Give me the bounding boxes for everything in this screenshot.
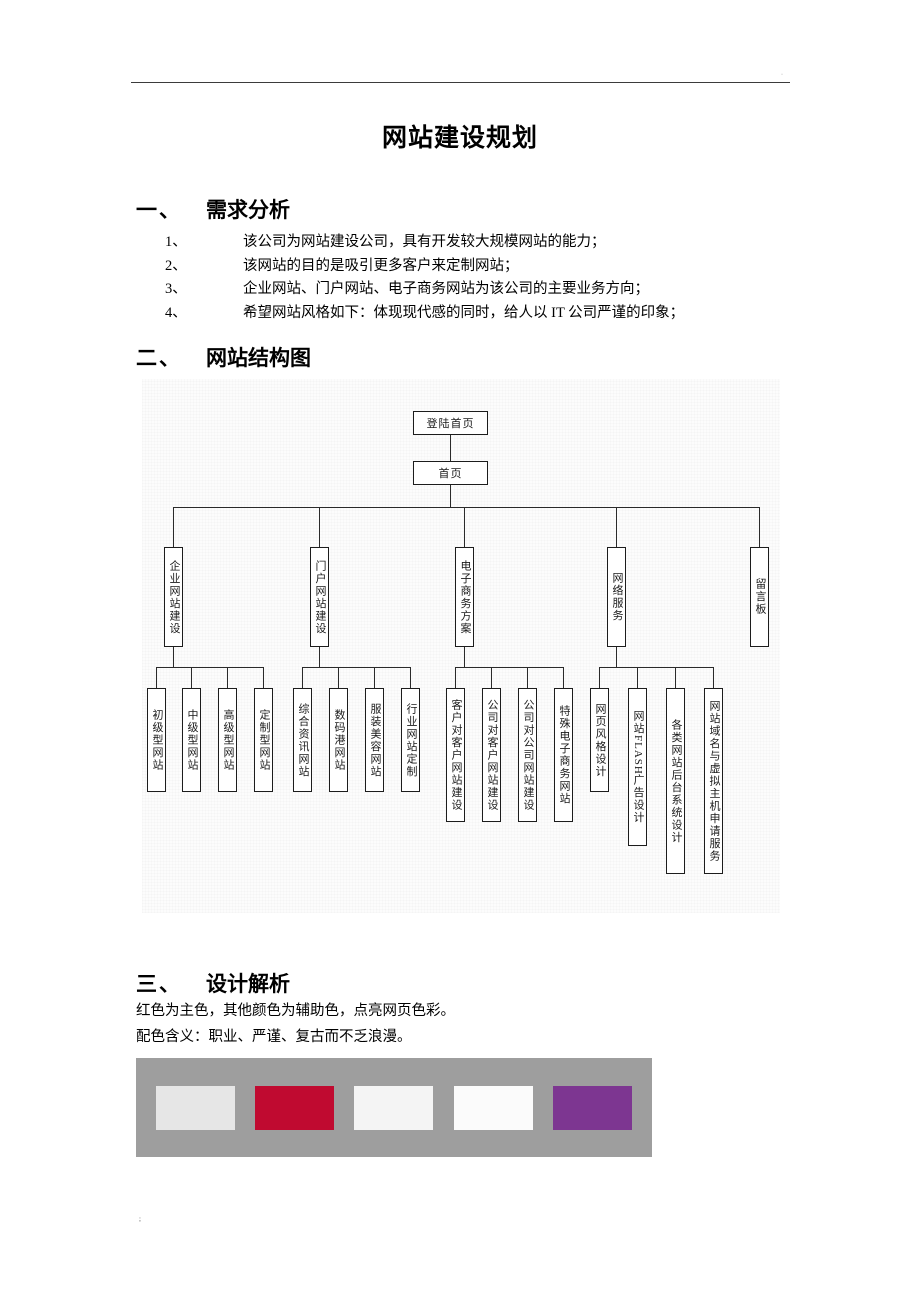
design-note-line-1: 红色为主色，其他颜色为辅助色，点亮网页色彩。 — [136, 1003, 455, 1019]
sitemap-leaf: 数码港网站 — [329, 688, 348, 792]
flash-label-suffix: 广告设计 — [632, 774, 644, 825]
footer-mark: ; — [139, 1215, 147, 1223]
connector — [410, 667, 412, 688]
connector — [374, 667, 376, 688]
connector — [616, 647, 618, 667]
sitemap-node-guestbook: 留言板 — [750, 547, 769, 647]
list-item: 2、 该网站的目的是吸引更多客户来定制网站； — [165, 255, 805, 279]
sitemap-leaf: 服装美容网站 — [365, 688, 384, 792]
list-item-index: 4、 — [165, 304, 187, 321]
connector — [464, 507, 466, 547]
color-swatch-light-gray — [156, 1085, 236, 1130]
header-rule — [131, 82, 790, 83]
connector — [455, 667, 457, 688]
connector — [450, 435, 452, 461]
connector — [302, 667, 304, 688]
connector — [713, 667, 715, 688]
sitemap-leaf: 各类网站后台系统设计 — [666, 688, 685, 874]
connector — [156, 667, 158, 688]
connector — [637, 667, 639, 688]
connector-bus — [599, 667, 714, 669]
flash-label-latin: FLASH — [632, 734, 644, 775]
connector — [338, 667, 340, 688]
list-item-text: 希望网站风格如下：体现现代感的同时，给人以 IT 公司严谨的印象； — [243, 304, 685, 321]
section-heading-sitemap: 二、 网站结构图 — [136, 342, 311, 372]
connector — [491, 667, 493, 688]
connector — [319, 647, 321, 667]
connector — [227, 667, 229, 688]
flash-label-prefix: 网站 — [632, 709, 644, 735]
section-title: 设计解析 — [206, 973, 290, 996]
connector — [675, 667, 677, 688]
color-swatch-purple — [552, 1085, 632, 1130]
list-item: 1、 该公司为网站建设公司，具有开发较大规模网站的能力； — [165, 231, 805, 255]
sitemap-leaf: 客户对客户网站建设 — [446, 688, 465, 822]
section-heading-requirements: 一、 需求分析 — [136, 194, 290, 224]
sitemap-node-portal: 门户网站建设 — [310, 547, 329, 647]
sitemap-leaf: 初级型网站 — [147, 688, 166, 792]
page-title: 网站建设规划 — [381, 124, 538, 152]
sitemap-leaf: 网页风格设计 — [590, 688, 609, 792]
sitemap-leaf: 特殊电子商务网站 — [554, 688, 573, 822]
connector-bus-level2 — [173, 507, 760, 509]
sitemap-diagram: 登陆首页 首页 企业网站建设 门户网站建设 电子商务方案 网络服务 留言板 — [142, 379, 780, 913]
color-swatch-white — [453, 1085, 533, 1130]
sitemap-leaf: 定制型网站 — [254, 688, 273, 792]
sitemap-canvas: 登陆首页 首页 企业网站建设 门户网站建设 电子商务方案 网络服务 留言板 — [142, 379, 780, 913]
connector — [599, 667, 601, 688]
connector — [616, 507, 618, 547]
section-number: 一、 — [136, 199, 182, 222]
list-item-text: 该公司为网站建设公司，具有开发较大规模网站的能力； — [243, 234, 606, 250]
list-item-text: 该网站的目的是吸引更多客户来定制网站； — [243, 257, 519, 274]
sitemap-leaf: 高级型网站 — [218, 688, 237, 792]
sitemap-leaf: 综合资讯网站 — [293, 688, 312, 792]
connector-bus — [302, 667, 410, 669]
list-item: 4、 希望网站风格如下：体现现代感的同时，给人以 IT 公司严谨的印象； — [165, 302, 805, 326]
color-swatch-off-white — [354, 1085, 434, 1130]
sitemap-leaf: 公司对客户网站建设 — [482, 688, 501, 822]
sitemap-node-netservice: 网络服务 — [607, 547, 626, 647]
section-heading-design: 三、 设计解析 — [136, 968, 290, 998]
sitemap-node-enterprise: 企业网站建设 — [164, 547, 183, 647]
connector — [759, 507, 761, 547]
section-number: 三、 — [136, 973, 182, 996]
requirements-list: 1、 该公司为网站建设公司，具有开发较大规模网站的能力； 2、 该网站的目的是吸… — [165, 231, 805, 325]
connector-bus — [156, 667, 264, 669]
connector — [173, 507, 175, 547]
sitemap-node-home: 首页 — [413, 461, 488, 485]
header-mark: · — [781, 72, 783, 78]
sitemap-leaf: 网站域名与虚拟主机申请服务 — [704, 688, 723, 874]
sitemap-leaf: 中级型网站 — [182, 688, 201, 792]
list-item-index: 2、 — [165, 257, 187, 274]
connector — [191, 667, 193, 688]
list-item-index: 1、 — [165, 234, 187, 250]
list-item-index: 3、 — [165, 281, 187, 297]
sitemap-leaf: 公司对公司网站建设 — [518, 688, 537, 822]
connector — [450, 485, 452, 507]
connector — [464, 647, 466, 667]
color-swatch-crimson-red — [255, 1085, 335, 1130]
connector — [173, 647, 175, 667]
connector — [263, 667, 265, 688]
list-item-text: 企业网站、门户网站、电子商务网站为该公司的主要业务方向； — [243, 281, 649, 297]
connector-bus — [455, 667, 563, 669]
design-note-line-2: 配色含义：职业、严谨、复古而不乏浪漫。 — [136, 1029, 412, 1045]
section-number: 二、 — [136, 347, 182, 370]
color-palette — [136, 1058, 652, 1157]
list-item: 3、 企业网站、门户网站、电子商务网站为该公司的主要业务方向； — [165, 278, 805, 302]
connector — [527, 667, 529, 688]
section-title: 需求分析 — [206, 199, 290, 222]
sitemap-node-ecommerce: 电子商务方案 — [455, 547, 474, 647]
connector — [563, 667, 565, 688]
sitemap-node-root: 登陆首页 — [413, 411, 488, 435]
connector — [319, 507, 321, 547]
sitemap-leaf: 行业网站定制 — [401, 688, 420, 792]
section-title: 网站结构图 — [206, 347, 311, 370]
